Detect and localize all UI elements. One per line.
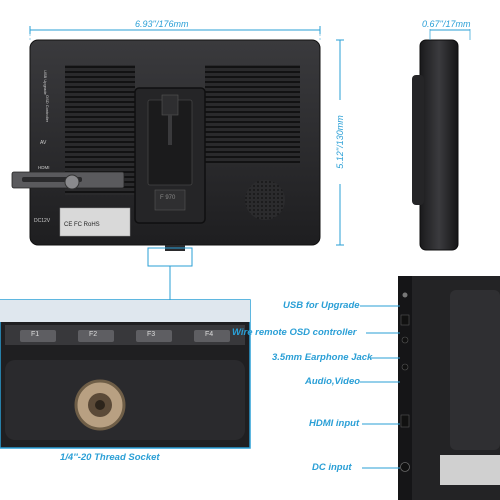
button-label-f1: F1: [31, 331, 40, 338]
button-label-f4: F4: [205, 331, 214, 338]
button-label-f3: F3: [147, 331, 156, 338]
port-label-dc: DC12V: [34, 218, 51, 224]
callout-earphone: 3.5mm Earphone Jack: [272, 352, 373, 363]
width-dimension: 6.93''/176mm: [132, 19, 192, 29]
thread-socket-caption: 1/4''-20 Thread Socket: [60, 452, 160, 463]
callout-hdmi: HDMI input: [309, 418, 360, 429]
depth-dimension: 0.67''/17mm: [420, 19, 473, 29]
callout-osd: Wire remote OSD controller: [232, 327, 357, 338]
mount-knob: [64, 174, 80, 190]
right-vent: [205, 65, 300, 165]
callout-usb: USB for Upgrade: [283, 300, 360, 311]
label-sticker-text: CE FC RoHS: [64, 222, 100, 228]
callout-dc: DC input: [312, 462, 352, 473]
height-dimension: 5.12''/130mm: [335, 100, 345, 184]
port-label-osd: OSD Controller: [45, 95, 50, 123]
monitor-side-body: [419, 39, 459, 251]
speaker-grille: [245, 180, 285, 220]
port-label-hdmi: HDMI: [38, 165, 50, 170]
button-label-f2: F2: [89, 331, 98, 338]
port-label-usb: USB Upgrade: [43, 70, 48, 95]
battery-mark: F 970: [160, 195, 176, 201]
callout-av: Audio,Video: [305, 376, 361, 387]
label-sticker: [59, 207, 131, 237]
port-label-av: AV: [40, 140, 47, 146]
